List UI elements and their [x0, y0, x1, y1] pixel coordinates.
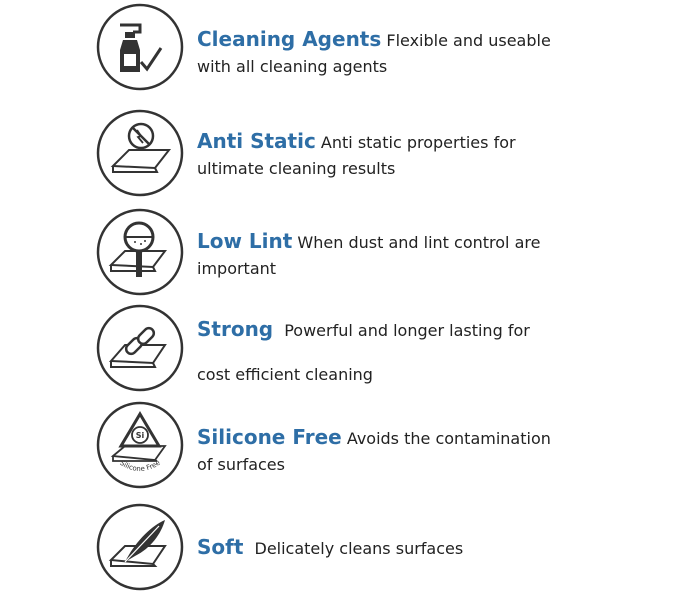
- feature-text: Cleaning Agents Flexible and useable wit…: [197, 26, 677, 80]
- feature-desc-line1: Avoids the contamination: [346, 429, 551, 448]
- feature-desc-line2: important: [197, 259, 277, 278]
- feature-desc-line1: Anti static properties for: [320, 133, 516, 152]
- feature-title: Strong: [197, 317, 274, 341]
- spray-bottle-check-icon: [95, 2, 185, 92]
- feature-title: Silicone Free: [197, 425, 342, 449]
- feature-text: Strong Powerful and longer lasting for c…: [197, 316, 677, 388]
- feature-desc-line2: with all cleaning agents: [197, 57, 388, 76]
- feature-desc-line1: When dust and lint control are: [297, 233, 541, 252]
- feature-text: Soft Delicately cleans surfaces: [197, 534, 677, 562]
- anti-static-cloth-icon: [95, 108, 185, 198]
- feature-desc-line2: ultimate cleaning results: [197, 159, 396, 178]
- feature-text: Low Lint When dust and lint control are …: [197, 228, 677, 282]
- feature-desc-line1: Powerful and longer lasting for: [284, 321, 530, 340]
- silicone-free-icon: Si Silicone Free: [95, 400, 185, 490]
- feature-text: Silicone Free Avoids the contamination o…: [197, 424, 677, 478]
- feature-desc-line1: Flexible and useable: [386, 31, 551, 50]
- feature-title: Cleaning Agents: [197, 27, 382, 51]
- feature-desc-line1: Delicately cleans surfaces: [254, 539, 464, 558]
- feature-desc-line2: of surfaces: [197, 455, 285, 474]
- feature-title: Soft: [197, 535, 244, 559]
- feature-text: Anti Static Anti static properties for u…: [197, 128, 677, 182]
- silicone-symbol-label: Si: [136, 431, 145, 440]
- chain-link-cloth-icon: [95, 303, 185, 393]
- magnifier-cloth-icon: [95, 207, 185, 297]
- feature-title: Anti Static: [197, 129, 316, 153]
- feature-title: Low Lint: [197, 229, 293, 253]
- feather-cloth-icon: [95, 502, 185, 592]
- feature-desc-line2: cost efficient cleaning: [197, 365, 373, 384]
